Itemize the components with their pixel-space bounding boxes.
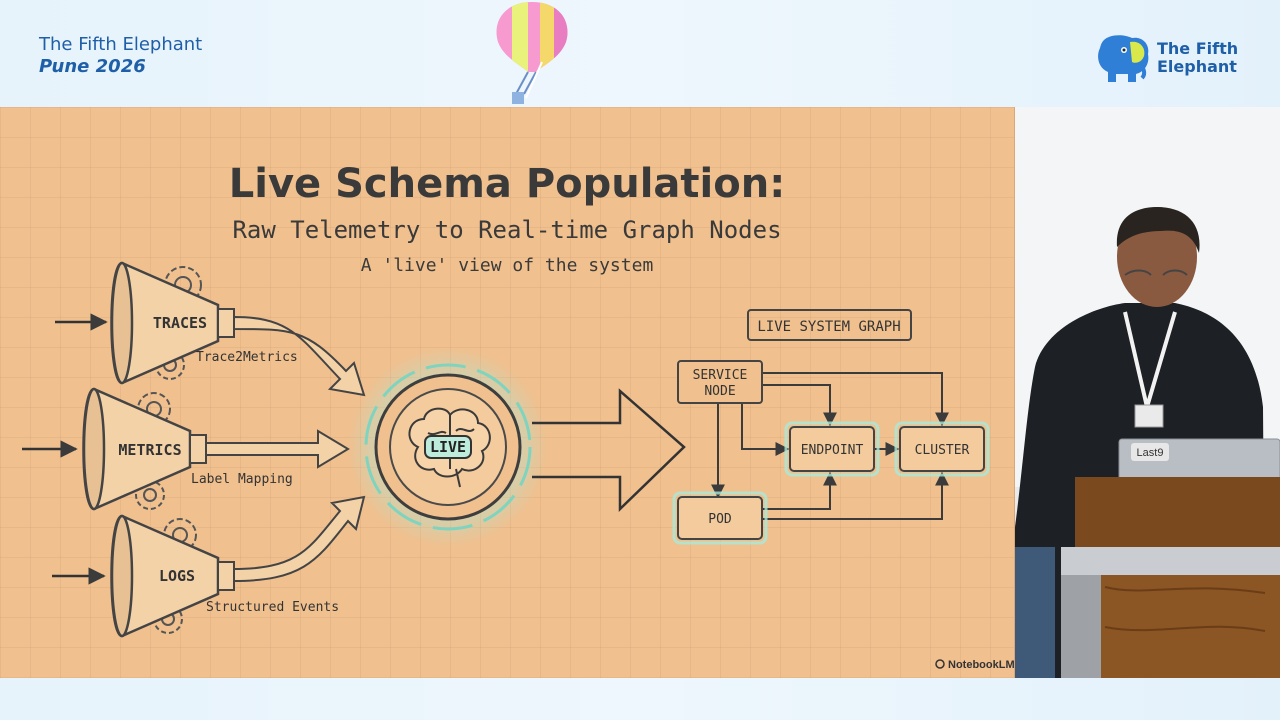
big-output-arrow	[532, 388, 686, 512]
laptop: Last9	[1118, 438, 1280, 484]
metrics-flow-arrow	[205, 429, 350, 469]
laptop-sticker-label: Last9	[1137, 447, 1164, 459]
event-edition: Pune 2026	[39, 56, 146, 77]
metrics-caption: Label Mapping	[191, 472, 293, 487]
elephant-logo-icon	[1098, 35, 1149, 82]
notebooklm-watermark: NotebookLM	[935, 659, 1015, 671]
edge-service-endpoint-top	[762, 384, 837, 427]
slide-title: Live Schema Population:	[229, 161, 785, 207]
edge-pod-cluster	[762, 471, 949, 520]
graph-title: LIVE SYSTEM GRAPH	[757, 319, 900, 335]
watermark-label: NotebookLM	[948, 659, 1015, 671]
event-title: The Fifth Elephant Pune 2026	[39, 34, 202, 78]
slide-tagline: A 'live' view of the system	[361, 255, 654, 276]
traces-caption: Trace2Metrics	[196, 350, 298, 365]
node-service: SERVICE NODE	[677, 360, 763, 404]
live-hub: LIVE	[348, 347, 548, 547]
hot-air-balloon-icon	[496, 2, 568, 104]
live-system-graph: LIVE SYSTEM GRAPH SERVICE NODE ENDP	[672, 309, 990, 545]
live-label: LIVE	[430, 438, 466, 456]
schema-diagram: Live Schema Population: Raw Telemetry to…	[22, 161, 1015, 671]
logs-label: LOGS	[159, 567, 195, 585]
edge-service-cluster	[762, 372, 949, 427]
podium	[1061, 477, 1280, 678]
event-name: The Fifth Elephant	[39, 34, 203, 55]
logs-caption: Structured Events	[206, 600, 339, 615]
node-endpoint: ENDPOINT	[784, 421, 880, 477]
brand-logo: The Fifth Elephant	[1094, 34, 1254, 84]
speaker-scene: Last9	[1015, 107, 1280, 678]
node-service-line2: NODE	[704, 384, 735, 399]
presentation-slide: Live Schema Population: Raw Telemetry to…	[0, 107, 1015, 678]
node-pod-label: POD	[708, 512, 732, 527]
metrics-label: METRICS	[118, 441, 181, 459]
traces-flow-arrow	[233, 315, 366, 397]
node-endpoint-label: ENDPOINT	[801, 443, 864, 458]
node-cluster: CLUSTER	[894, 421, 990, 477]
speaker-camera-feed: Last9	[1015, 107, 1280, 678]
traces-label: TRACES	[153, 314, 207, 332]
traces-source: TRACES Trace2Metrics	[55, 261, 366, 397]
edge-service-endpoint	[741, 403, 790, 456]
brand-name: The Fifth Elephant	[1157, 39, 1239, 76]
slide-subtitle: Raw Telemetry to Real-time Graph Nodes	[232, 216, 781, 244]
edge-pod-endpoint	[762, 471, 837, 510]
logs-flow-arrow	[233, 495, 366, 583]
logs-source: LOGS Structured Events	[52, 495, 366, 638]
metrics-source: METRICS Label Mapping	[22, 387, 350, 511]
node-pod: POD	[672, 491, 768, 545]
node-service-line1: SERVICE	[693, 368, 748, 383]
node-cluster-label: CLUSTER	[915, 443, 970, 458]
